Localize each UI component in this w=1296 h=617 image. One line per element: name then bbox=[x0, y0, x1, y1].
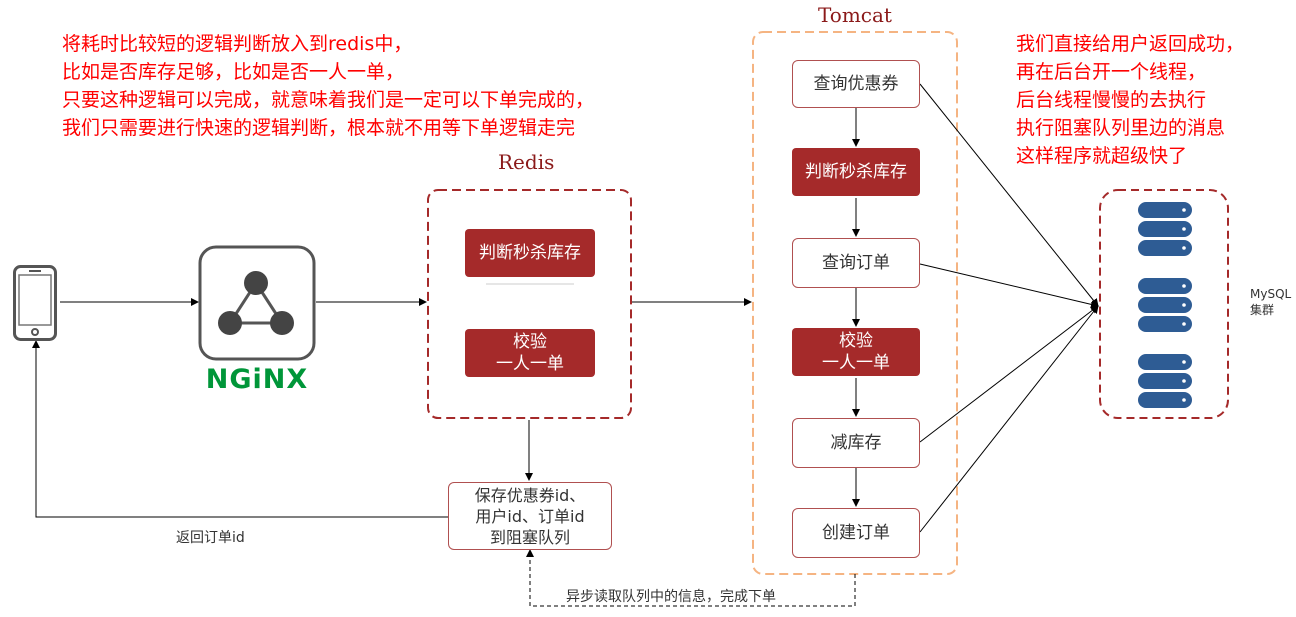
tomcat-step-one-per-user: 校验 一人一单 bbox=[792, 328, 920, 376]
note-left-line: 将耗时比较短的逻辑判断放入到redis中， bbox=[62, 33, 413, 55]
tomcat-step-reduce-stock: 减库存 bbox=[792, 418, 920, 468]
phone-icon bbox=[13, 265, 57, 341]
tomcat-step-check-stock: 判断秒杀库存 bbox=[792, 148, 920, 196]
redis-check-stock-label: 判断秒杀库存 bbox=[479, 243, 581, 263]
arrow-queue-phone bbox=[32, 340, 448, 518]
tomcat-step-reduce-stock-label: 减库存 bbox=[830, 433, 882, 453]
nginx-icon bbox=[198, 245, 316, 361]
blocking-queue-box: 保存优惠券id、 用户id、订单id 到阻塞队列 bbox=[448, 482, 612, 550]
return-order-label: 返回订单id bbox=[176, 530, 245, 546]
tomcat-step-one-per-user-line2: 一人一单 bbox=[822, 353, 890, 373]
note-right-line: 我们直接给用户返回成功， bbox=[1016, 33, 1245, 55]
redis-check-stock-box: 判断秒杀库存 bbox=[465, 229, 595, 277]
tomcat-container bbox=[752, 31, 958, 575]
note-right-line: 再在后台开一个线程， bbox=[1016, 61, 1207, 83]
redis-one-per-user-line2: 一人一单 bbox=[496, 354, 564, 374]
tomcat-step-query-order-label: 查询订单 bbox=[822, 253, 890, 273]
tomcat-step-query-coupon-label: 查询优惠券 bbox=[813, 74, 899, 94]
note-right-line: 后台线程慢慢的去执行 bbox=[1016, 89, 1207, 111]
database-icon bbox=[1138, 202, 1192, 256]
arrow-step1-mysql bbox=[919, 83, 1099, 307]
mysql-label-line2: 集群 bbox=[1250, 303, 1275, 317]
tomcat-step-create-order-label: 创建订单 bbox=[822, 523, 890, 543]
note-right-line: 执行阻塞队列里边的消息 bbox=[1016, 117, 1226, 139]
mysql-label: MySQL 集群 bbox=[1250, 286, 1291, 318]
nginx-logo-text: NGiNX bbox=[205, 364, 309, 395]
blocking-queue-line3: 到阻塞队列 bbox=[489, 527, 570, 547]
tomcat-step-query-order: 查询订单 bbox=[792, 238, 920, 288]
blocking-queue-line2: 用户id、订单id bbox=[475, 506, 585, 526]
redis-container bbox=[427, 189, 632, 419]
note-right-line: 这样程序就超级快了 bbox=[1016, 145, 1188, 167]
tomcat-step-query-coupon: 查询优惠券 bbox=[792, 60, 920, 108]
redis-one-per-user-line1: 校验 bbox=[513, 332, 547, 352]
blocking-queue-line1: 保存优惠券id、 bbox=[474, 485, 586, 505]
redis-title: Redis bbox=[498, 150, 555, 174]
mysql-label-line1: MySQL bbox=[1250, 287, 1292, 301]
redis-one-per-user-box: 校验 一人一单 bbox=[465, 329, 595, 377]
database-icon bbox=[1138, 278, 1192, 332]
tomcat-step-create-order: 创建订单 bbox=[792, 508, 920, 558]
note-left-line: 只要这种逻辑可以完成，就意味着我们是一定可以下单完成的， bbox=[62, 89, 595, 111]
arrow-step3-mysql bbox=[919, 263, 1099, 309]
note-left-line: 比如是否库存足够，比如是否一人一单， bbox=[62, 61, 405, 83]
async-read-label: 异步读取队列中的信息，完成下单 bbox=[566, 589, 776, 605]
tomcat-step-one-per-user-line1: 校验 bbox=[839, 331, 873, 351]
mysql-container bbox=[1099, 189, 1229, 419]
database-icon bbox=[1138, 354, 1192, 408]
arrow-async-read bbox=[526, 549, 856, 607]
note-left-line: 我们只需要进行快速的逻辑判断，根本就不用等下单逻辑走完 bbox=[62, 117, 576, 139]
arrow-step5-mysql bbox=[919, 305, 1099, 443]
arrow-step6-mysql bbox=[919, 305, 1099, 533]
tomcat-title: Tomcat bbox=[818, 3, 892, 27]
note-left: 将耗时比较短的逻辑判断放入到redis中， 比如是否库存足够，比如是否一人一单，… bbox=[62, 30, 594, 142]
tomcat-step-check-stock-label: 判断秒杀库存 bbox=[805, 162, 907, 182]
note-right: 我们直接给用户返回成功， 再在后台开一个线程， 后台线程慢慢的去执行 执行阻塞队… bbox=[1016, 30, 1244, 170]
